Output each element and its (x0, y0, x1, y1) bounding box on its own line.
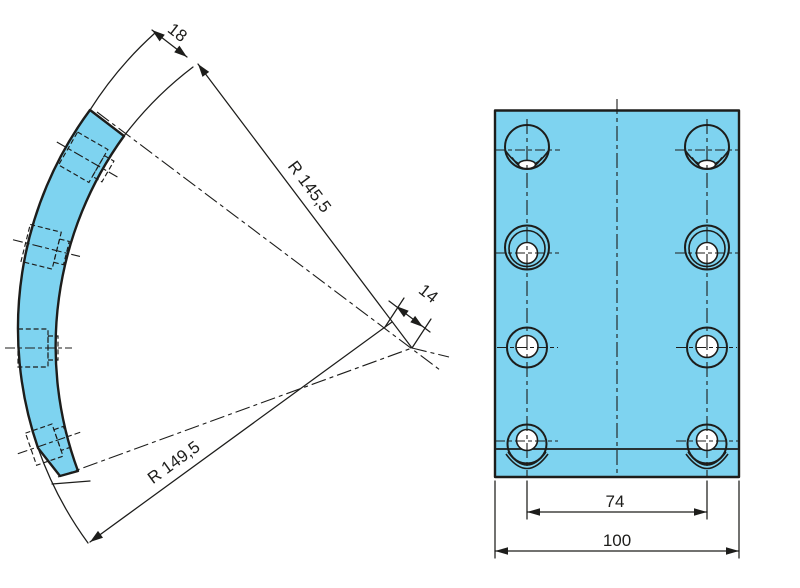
arrowhead (90, 530, 103, 542)
radius-line (89, 321, 393, 543)
countersink-arc (685, 453, 729, 470)
hole-centerline (12, 239, 81, 258)
front-view: 74 100 (493, 99, 741, 559)
dimension-18: 18 (151, 19, 191, 58)
countersink-hidden-rect (57, 131, 109, 184)
arrowhead (410, 315, 423, 327)
dimension-label-r145: R 145,5 (284, 157, 335, 216)
inner-arc-extension-top (123, 66, 194, 137)
arrowhead (495, 547, 508, 555)
countersink-circle (684, 224, 730, 271)
extension-stroke (411, 318, 432, 349)
outer-arc-extension-bottom (37, 447, 89, 544)
arrowhead (694, 508, 707, 516)
outer-arc-extension-top (89, 32, 156, 111)
hidden-hole-3 (5, 328, 72, 368)
dimension-outer-radius: R 149,5 (89, 321, 393, 543)
dimension-74: 74 (526, 480, 708, 520)
dimension-label-r149: R 149,5 (144, 437, 203, 487)
lining-profile-body (16, 108, 126, 478)
dimension-line (388, 300, 431, 333)
hole-row-4 (505, 423, 729, 470)
radial-axis-top-end (96, 111, 441, 371)
dimension-label-100: 100 (603, 531, 631, 550)
dimension-label-74: 74 (606, 492, 625, 511)
hole-centerline (17, 431, 81, 455)
countersink-circle (504, 224, 550, 271)
radius-line (197, 63, 413, 349)
hole-hidden-rect (53, 425, 72, 452)
arrowhead (396, 306, 409, 318)
dimension-label-14: 14 (415, 280, 442, 307)
extension-stroke (384, 297, 405, 328)
hidden-hole-4 (17, 423, 81, 466)
arrowhead (198, 64, 210, 77)
arrowhead (174, 45, 187, 57)
arrowhead (152, 30, 165, 42)
dimension-100: 100 (494, 480, 740, 559)
dimension-14: 14 (384, 280, 442, 349)
center-axis-tail (411, 347, 450, 358)
bottom-endface-extension-line (51, 480, 91, 485)
radial-axis-bottom-end (57, 347, 413, 478)
dimension-inner-radius: R 145,5 (197, 63, 413, 349)
arrowhead (726, 547, 739, 555)
side-view: 18 R 145,5 R 149,5 14 (5, 19, 450, 544)
arrowhead (527, 508, 540, 516)
countersink-arc (505, 453, 549, 470)
